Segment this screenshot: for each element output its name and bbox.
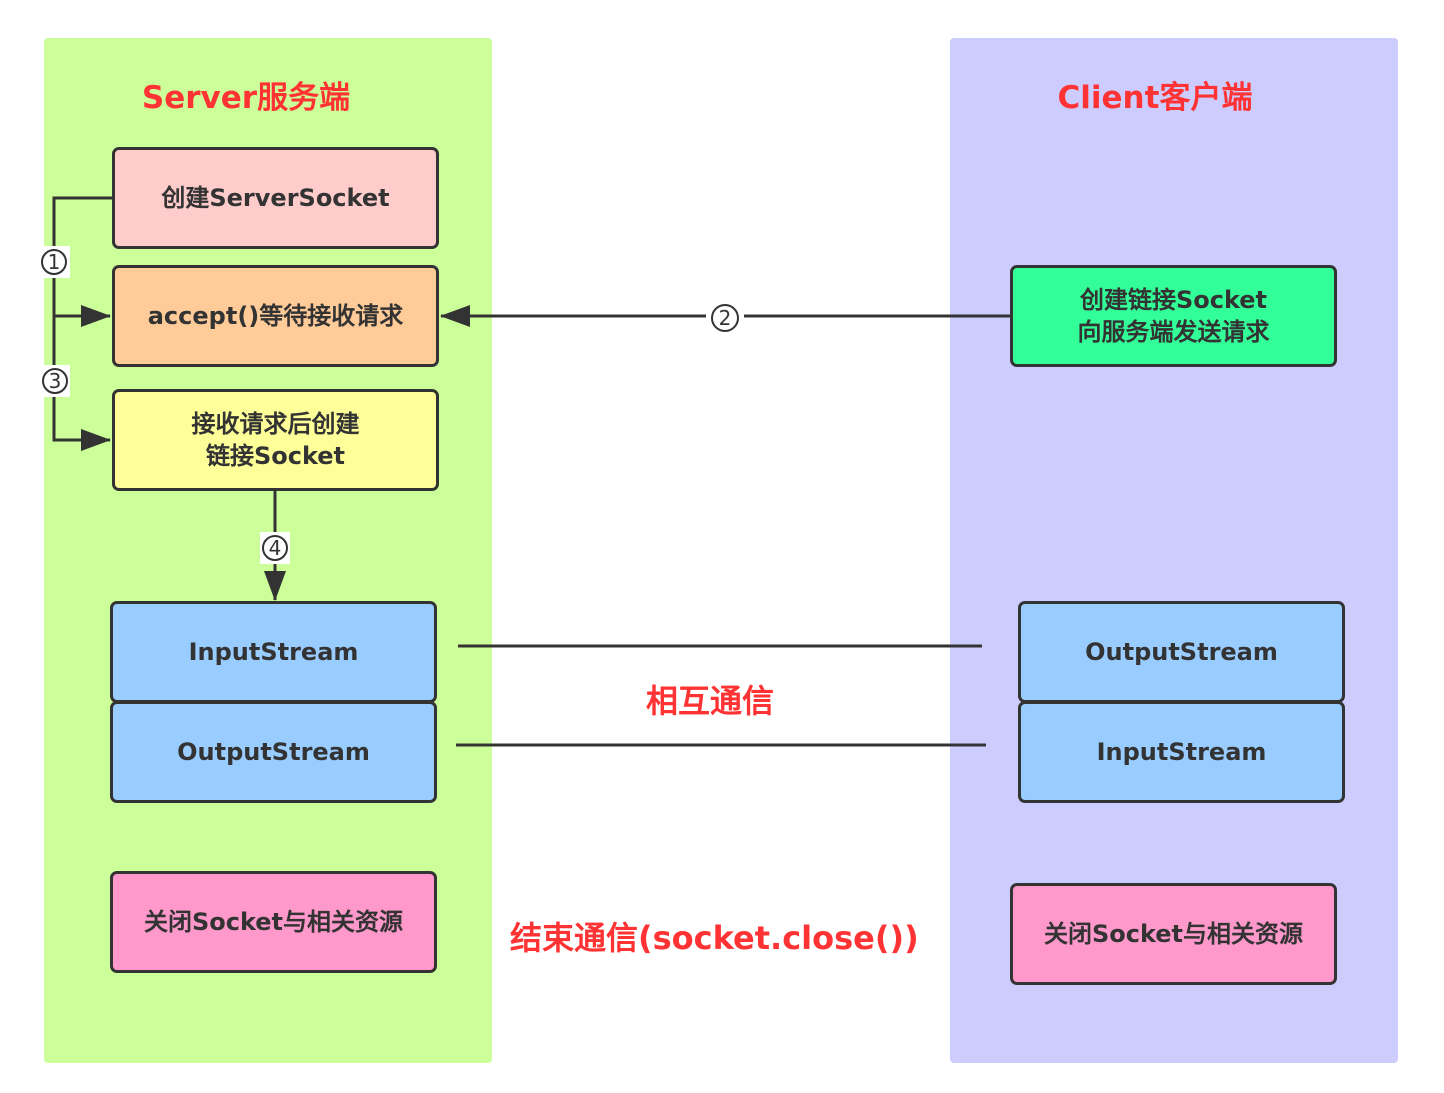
create-link-socket-box: 接收请求后创建 链接Socket xyxy=(112,389,439,491)
client-title: Client客户端 xyxy=(1057,80,1253,116)
client-input-stream-box: InputStream xyxy=(1018,701,1345,803)
create-server-socket-label: 创建ServerSocket xyxy=(161,183,390,212)
client-request-line2: 向服务端发送请求 xyxy=(1077,318,1270,346)
server-close-label: 关闭Socket与相关资源 xyxy=(143,907,404,936)
end-communication-label: 结束通信(socket.close()) xyxy=(510,919,919,957)
server-close-box: 关闭Socket与相关资源 xyxy=(110,871,437,973)
client-output-stream-label: OutputStream xyxy=(1085,637,1278,666)
client-output-stream-box: OutputStream xyxy=(1018,601,1345,703)
step1-badge: 1 xyxy=(38,246,70,278)
create-link-line1: 接收请求后创建 xyxy=(191,409,360,438)
step3-badge: 3 xyxy=(38,365,70,397)
mutual-communication-label: 相互通信 xyxy=(645,682,774,720)
step2-badge: 2 xyxy=(706,302,744,332)
step2-label: 2 xyxy=(719,306,732,330)
create-server-socket-box: 创建ServerSocket xyxy=(112,147,439,249)
client-input-stream-label: InputStream xyxy=(1096,737,1267,766)
server-title: Server服务端 xyxy=(141,80,351,116)
accept-box: accept()等待接收请求 xyxy=(112,265,439,367)
client-close-label: 关闭Socket与相关资源 xyxy=(1043,919,1304,948)
client-request-box: 创建链接Socket 向服务端发送请求 xyxy=(1010,265,1337,367)
server-input-stream-label: InputStream xyxy=(188,637,359,666)
step1-label: 1 xyxy=(48,250,61,274)
create-link-line2: 链接Socket xyxy=(205,442,346,470)
step4-badge: 4 xyxy=(260,532,290,564)
accept-label: accept()等待接收请求 xyxy=(147,301,404,330)
server-output-stream-box: OutputStream xyxy=(110,701,437,803)
client-close-box: 关闭Socket与相关资源 xyxy=(1010,883,1337,985)
step3-connector xyxy=(52,316,111,451)
step3-label: 3 xyxy=(49,369,62,393)
client-request-line1: 创建链接Socket xyxy=(1079,285,1268,314)
step4-label: 4 xyxy=(269,536,282,560)
server-output-stream-label: OutputStream xyxy=(177,737,370,766)
